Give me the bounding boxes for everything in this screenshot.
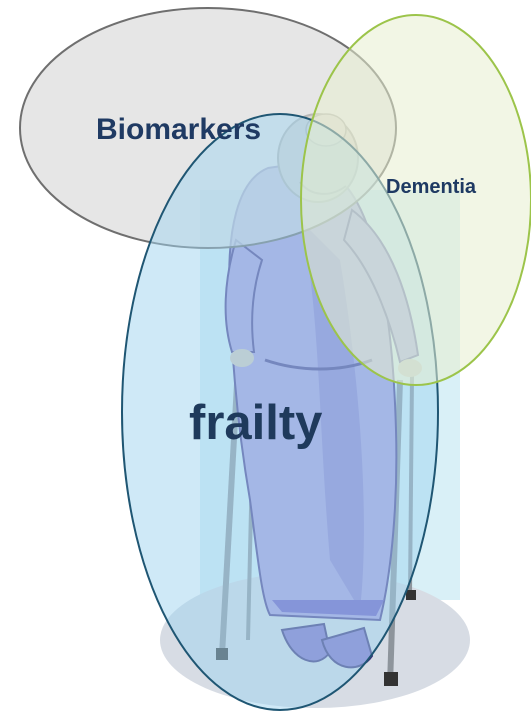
- dementia-circle: [301, 15, 531, 385]
- biomarkers-label: Biomarkers: [96, 113, 261, 147]
- frailty-label: frailty: [189, 395, 322, 451]
- dementia-label: Dementia: [386, 176, 476, 199]
- walker-foot-right: [384, 672, 398, 686]
- walker-foot-right-back: [406, 590, 416, 600]
